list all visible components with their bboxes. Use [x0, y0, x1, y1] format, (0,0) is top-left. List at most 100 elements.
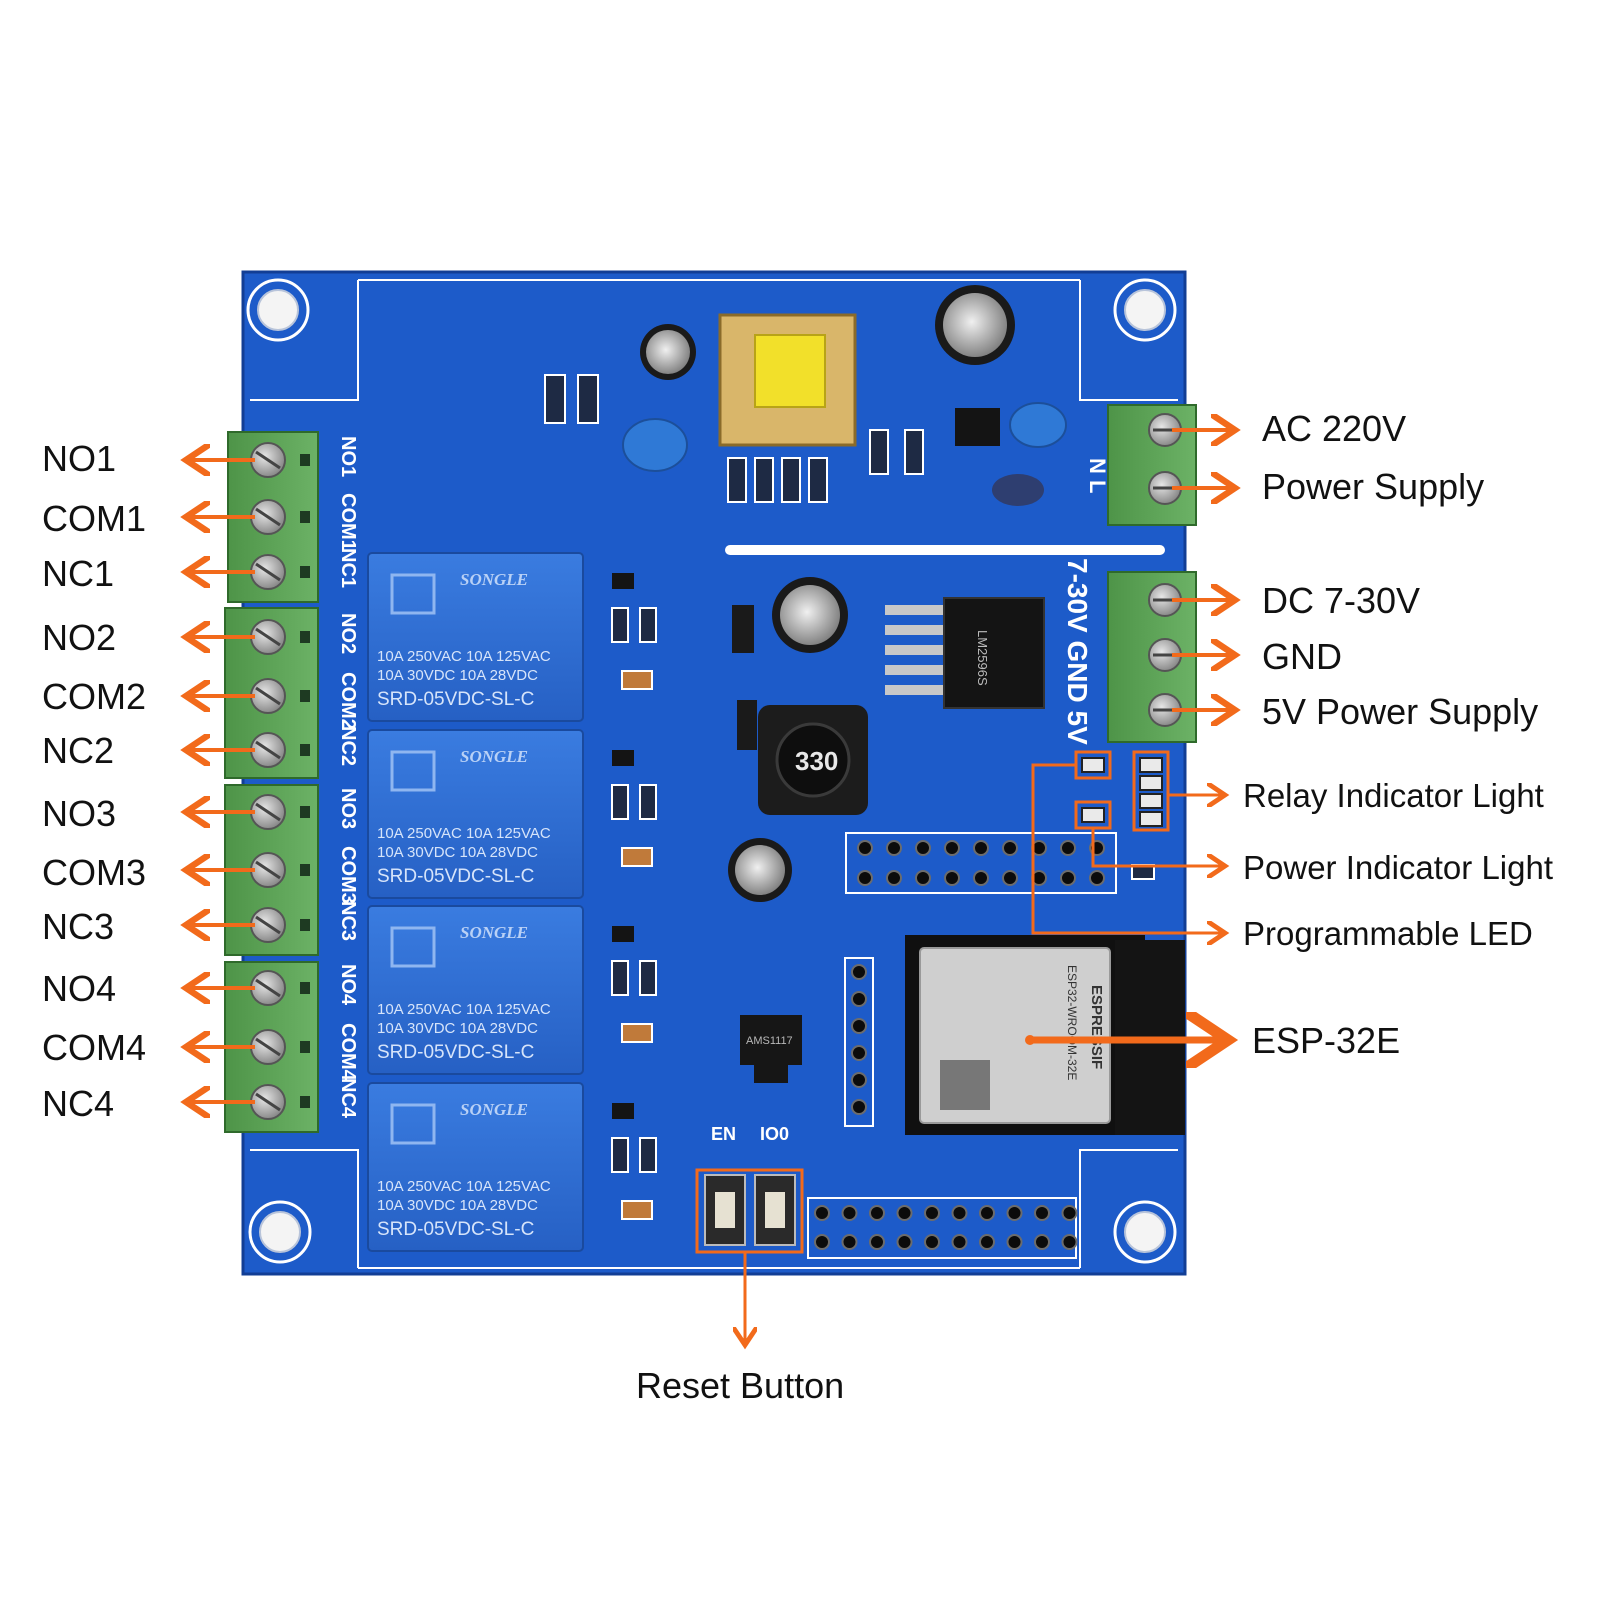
- label-no2: NO2: [42, 617, 117, 658]
- terminal-screw: [250, 442, 310, 478]
- relay-1: SONGLE 10A 250VAC 10A 125VAC 10A 30VDC 10A…: [367, 552, 657, 722]
- label-no3: NO3: [42, 793, 117, 834]
- silk-power-inputs: 7-30V GND 5V: [1062, 558, 1093, 745]
- label-com4: COM4: [42, 1027, 147, 1068]
- header-pin: [1089, 870, 1105, 886]
- header-pin: [814, 1205, 830, 1221]
- header-pin: [886, 840, 902, 856]
- header-pins: [807, 832, 1117, 1259]
- silk-terminal-label: NC4: [337, 1078, 359, 1119]
- module-model: ESP32-WROOM-32E: [1065, 965, 1079, 1080]
- header-pin: [851, 1099, 867, 1115]
- label-relay-indicator-light: Relay Indicator Light: [1243, 777, 1544, 814]
- relay-model: SRD-05VDC-SL-C: [377, 1042, 534, 1063]
- header-pin: [1060, 840, 1076, 856]
- relay-rating-2: 10A 30VDC 10A 28VDC: [377, 667, 538, 684]
- relay-rating-2: 10A 30VDC 10A 28VDC: [377, 1020, 538, 1037]
- silk-terminal-label: NC1: [337, 548, 359, 588]
- label-gnd: GND: [1262, 636, 1342, 677]
- mounting-hole-tl: [246, 278, 310, 342]
- relay-model: SRD-05VDC-SL-C: [377, 689, 534, 710]
- header-pin: [896, 1234, 913, 1250]
- label-nc4: NC4: [42, 1083, 115, 1124]
- header-pin: [857, 870, 873, 886]
- label-reset-button: Reset Button: [636, 1365, 845, 1406]
- header-pin: [851, 1045, 867, 1061]
- silk-terminal-label: NC3: [337, 901, 359, 941]
- silk-terminal-label: COM2: [337, 672, 359, 730]
- module-brand: ESPRESSIF: [1088, 985, 1105, 1069]
- ac-power-section: [544, 285, 1067, 506]
- header-pin: [857, 840, 873, 856]
- label-dc-7-30v: DC 7-30V: [1262, 580, 1421, 621]
- header-pin: [944, 870, 960, 886]
- header-pin: [1061, 1234, 1078, 1250]
- label-5v-power-supply: 5V Power Supply: [1262, 691, 1539, 732]
- relay-rating-1: 10A 250VAC 10A 125VAC: [377, 1178, 551, 1195]
- relay-rating-1: 10A 250VAC 10A 125VAC: [377, 1001, 551, 1018]
- relay-model: SRD-05VDC-SL-C: [377, 1219, 534, 1240]
- header-pin: [915, 870, 931, 886]
- header-pin: [973, 870, 989, 886]
- header-pin: [915, 840, 931, 856]
- header-pin: [841, 1234, 858, 1250]
- header-pin: [851, 1018, 867, 1034]
- header-pin: [851, 991, 867, 1007]
- terminal-screw: [250, 619, 310, 655]
- silk-terminal-label: COM4: [337, 1023, 359, 1082]
- header-pin: [1061, 1205, 1078, 1221]
- terminal-screw: [250, 852, 310, 888]
- label-no1: NO1: [42, 438, 117, 479]
- esp32-module: ESPRESSIF ESP32-WROOM-32E: [905, 935, 1185, 1135]
- label-nc2: NC2: [42, 730, 115, 771]
- silk-terminal-label: NO3: [337, 788, 359, 829]
- relay-model: SRD-05VDC-SL-C: [377, 866, 534, 887]
- header-pin: [1006, 1234, 1023, 1250]
- label-nc3: NC3: [42, 906, 115, 947]
- reset-buttons: EN IO0: [695, 1124, 804, 1254]
- label-no4: NO4: [42, 968, 117, 1009]
- header-pin: [1060, 870, 1076, 886]
- terminal-screw: [250, 554, 310, 590]
- header-pin: [1002, 870, 1018, 886]
- terminal-screw: [250, 499, 310, 535]
- indicator-leds: [1074, 750, 1170, 880]
- header-pin: [869, 1234, 885, 1250]
- header-pin: [1034, 1234, 1050, 1250]
- label-programmable-led: Programmable LED: [1243, 915, 1533, 952]
- relay-brand: SONGLE: [460, 923, 528, 942]
- dc-converter-section: LM2596S 330 AMS1117: [728, 577, 1045, 1083]
- relay-3: SONGLE 10A 250VAC 10A 125VAC 10A 30VDC 10A…: [367, 905, 657, 1075]
- label-com1: COM1: [42, 498, 147, 539]
- label-esp-32e: ESP-32E: [1252, 1020, 1401, 1061]
- relay-rating-2: 10A 30VDC 10A 28VDC: [377, 1197, 538, 1214]
- relay-rating-1: 10A 250VAC 10A 125VAC: [377, 648, 551, 665]
- relay-brand: SONGLE: [460, 570, 528, 589]
- label-power-supply: Power Supply: [1262, 466, 1485, 507]
- silk-terminal-label: NO4: [337, 964, 359, 1006]
- mounting-hole-tr: [1113, 278, 1177, 342]
- relay-brand: SONGLE: [460, 747, 528, 766]
- label-nc1: NC1: [42, 553, 115, 594]
- silk-terminal-label: NO2: [337, 613, 359, 654]
- relay-brand: SONGLE: [460, 1100, 528, 1119]
- mounting-hole-bl: [248, 1200, 312, 1264]
- relays: SONGLE 10A 250VAC 10A 125VAC 10A 30VDC 10A…: [367, 552, 657, 1252]
- silk-terminal-label: COM3: [337, 846, 359, 904]
- terminal-screw: [250, 678, 310, 714]
- left-callout-arrows: [186, 460, 255, 1102]
- header-pin: [1002, 840, 1018, 856]
- header-pin: [951, 1234, 968, 1250]
- relay-rating-2: 10A 30VDC 10A 28VDC: [377, 844, 538, 861]
- label-com3: COM3: [42, 852, 147, 893]
- header-pin: [886, 870, 902, 886]
- inductor-marking: 330: [795, 746, 838, 776]
- header-pin: [979, 1234, 995, 1250]
- label-ac-220v: AC 220V: [1262, 408, 1407, 449]
- header-pin: [951, 1205, 968, 1221]
- header-pin: [924, 1234, 940, 1250]
- silk-ac-nl: N L: [1085, 458, 1110, 493]
